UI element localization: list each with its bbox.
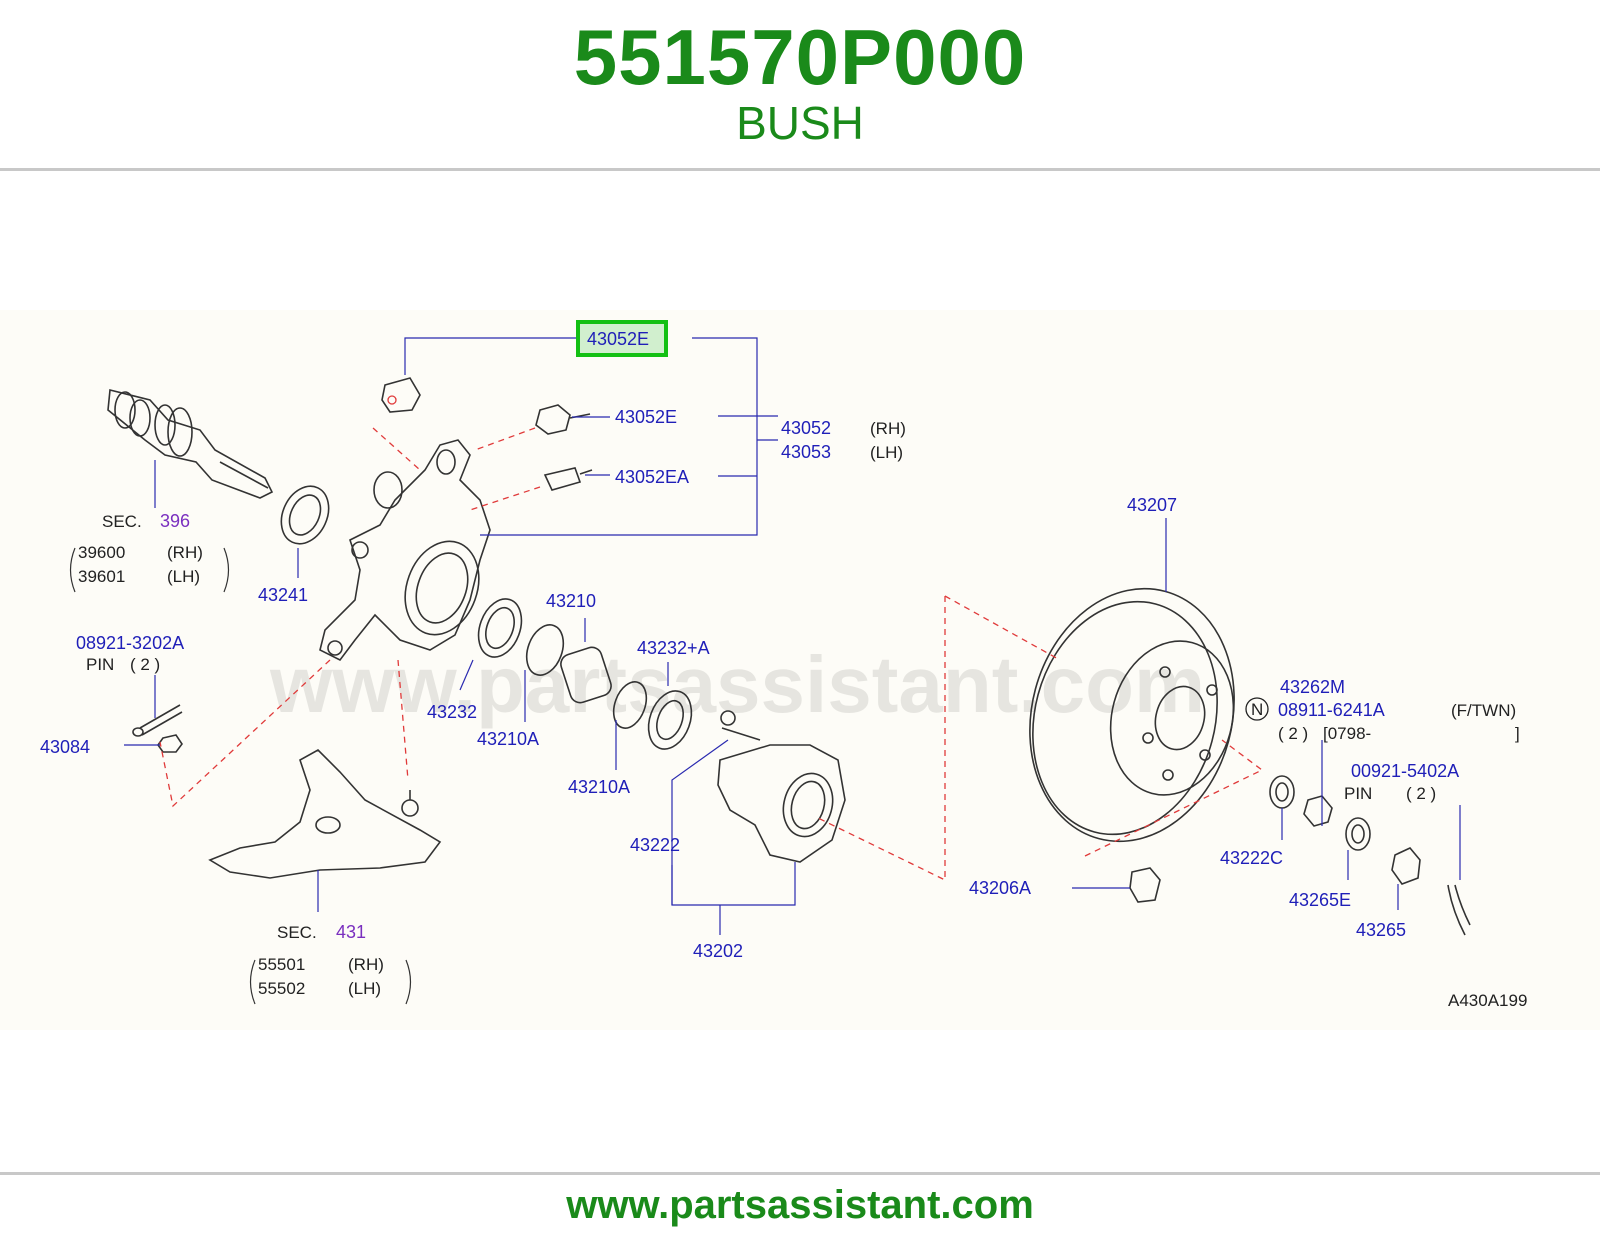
- label-sec-396-prefix: SEC.: [102, 512, 142, 531]
- label-date-range-close: ]: [1515, 724, 1520, 743]
- label-pin-count-left: ( 2 ): [130, 655, 160, 674]
- label-43265e[interactable]: 43265E: [1289, 890, 1351, 910]
- header-divider: [0, 168, 1600, 171]
- hub-drawing: [717, 710, 846, 863]
- label-rh-43052: (RH): [870, 419, 906, 438]
- lower-arm-drawing: [208, 749, 442, 879]
- footer-divider: [0, 1172, 1600, 1175]
- brake-rotor-drawing: [1029, 587, 1235, 843]
- new-part-circle-icon: [1245, 697, 1269, 721]
- label-43232[interactable]: 43232: [427, 702, 477, 722]
- part-name-subtitle: BUSH: [736, 97, 864, 149]
- label-55502: 55502: [258, 979, 305, 998]
- label-rh-39600: (RH): [167, 543, 203, 562]
- seal-43241-drawing: [280, 485, 330, 545]
- label-sec-431[interactable]: 431: [336, 922, 366, 942]
- label-43241[interactable]: 43241: [258, 585, 308, 605]
- label-43210a-upper[interactable]: 43210A: [477, 729, 539, 749]
- bush-43052e-upper-drawing: [381, 377, 421, 413]
- label-rh-55501: (RH): [348, 955, 384, 974]
- label-08911-6241a[interactable]: 08911-6241A: [1278, 700, 1385, 720]
- label-pin-count-right: ( 2 ): [1406, 784, 1436, 803]
- label-date-range: [0798-: [1323, 724, 1371, 743]
- knuckle-drawing: [319, 439, 491, 662]
- label-43053[interactable]: 43053: [781, 442, 831, 462]
- label-43210[interactable]: 43210: [546, 591, 596, 611]
- label-43222c[interactable]: 43222C: [1220, 848, 1283, 868]
- cotter-pin-left-drawing: [132, 704, 183, 737]
- label-43084[interactable]: 43084: [40, 737, 90, 757]
- bearing-stack-drawing: [477, 598, 693, 750]
- washer-43265e-drawing: [1345, 817, 1371, 851]
- nut-08911-drawing: [1303, 795, 1333, 827]
- label-43262m[interactable]: 43262M: [1280, 677, 1345, 697]
- label-43265[interactable]: 43265: [1356, 920, 1406, 940]
- label-39600: 39600: [78, 543, 125, 562]
- label-sec-431-prefix: SEC.: [277, 923, 317, 942]
- label-sec-396[interactable]: 396: [160, 511, 190, 531]
- highlight-box[interactable]: [576, 320, 668, 357]
- parts-diagram-background: [0, 310, 1600, 1030]
- label-43207[interactable]: 43207: [1127, 495, 1177, 515]
- label-08921-3202a[interactable]: 08921-3202A: [76, 633, 184, 653]
- plug-43206a-drawing: [1129, 867, 1161, 903]
- parenthesis-55501: [249, 959, 412, 1005]
- label-ftwn: (F/TWN): [1451, 701, 1516, 720]
- footer-url-link[interactable]: www.partsassistant.com: [566, 1183, 1034, 1227]
- label-43202[interactable]: 43202: [693, 941, 743, 961]
- leader-lines: [124, 337, 1461, 935]
- label-43210a-lower[interactable]: 43210A: [568, 777, 630, 797]
- nut-43084-drawing: [157, 734, 183, 753]
- label-55501: 55501: [258, 955, 305, 974]
- assembly-dashed-lines: [159, 427, 1264, 882]
- label-43052[interactable]: 43052: [781, 418, 831, 438]
- label-nut-count: ( 2 ): [1278, 724, 1308, 743]
- bush-43052ea-drawing: [543, 467, 593, 491]
- label-00921-5402a[interactable]: 00921-5402A: [1351, 761, 1459, 781]
- watermark-text: www.partsassistant.com: [269, 640, 1205, 729]
- label-43206a[interactable]: 43206A: [969, 878, 1031, 898]
- label-lh-39601: (LH): [167, 567, 200, 586]
- parenthesis-39600: [69, 547, 230, 593]
- label-43232-plus-a[interactable]: 43232+A: [637, 638, 710, 658]
- label-43052ea[interactable]: 43052EA: [615, 467, 689, 487]
- collar-43222c-drawing: [1269, 775, 1295, 809]
- diagram-code: A430A199: [1448, 991, 1527, 1010]
- page-header: 551570P000 BUSH: [0, 0, 1600, 170]
- label-39601: 39601: [78, 567, 125, 586]
- part-number-title: 551570P000: [573, 13, 1027, 101]
- label-lh-55502: (LH): [348, 979, 381, 998]
- label-43222[interactable]: 43222: [630, 835, 680, 855]
- nut-43265-drawing: [1391, 847, 1421, 885]
- label-n-marker: N: [1251, 700, 1263, 719]
- label-lh-43053: (LH): [870, 443, 903, 462]
- drive-shaft-drawing: [107, 388, 274, 499]
- label-43052e[interactable]: 43052E: [615, 407, 677, 427]
- label-43052e-highlighted[interactable]: 43052E: [587, 329, 649, 349]
- bush-43052e-drawing: [535, 404, 591, 435]
- cotter-pin-right-drawing: [1447, 884, 1471, 936]
- label-pin-left: PIN: [86, 655, 114, 674]
- label-pin-right: PIN: [1344, 784, 1372, 803]
